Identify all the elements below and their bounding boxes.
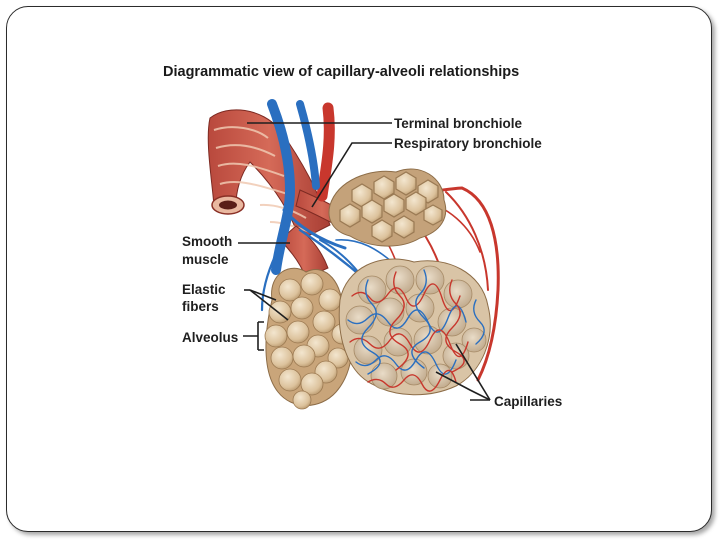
slide-frame: [6, 6, 712, 532]
leader-lines: [238, 122, 491, 401]
label-capillaries: Capillaries: [494, 394, 563, 409]
label-respiratory-bronchiole: Respiratory bronchiole: [394, 136, 542, 151]
label-smooth-muscle-line2: muscle: [182, 252, 229, 267]
alveolar-sac-section: [328, 168, 447, 247]
alveolar-sac-elastic: [264, 267, 353, 410]
label-alveolus: Alveolus: [182, 330, 239, 345]
label-elastic-fibers-line1: Elastic: [182, 282, 226, 297]
page-title: Diagrammatic view of capillary-alveoli r…: [163, 64, 520, 80]
label-elastic-fibers-line2: fibers: [182, 299, 219, 314]
capillary-network: [338, 258, 491, 396]
label-terminal-bronchiole: Terminal bronchiole: [394, 116, 523, 131]
label-smooth-muscle-line1: Smooth: [182, 234, 233, 249]
